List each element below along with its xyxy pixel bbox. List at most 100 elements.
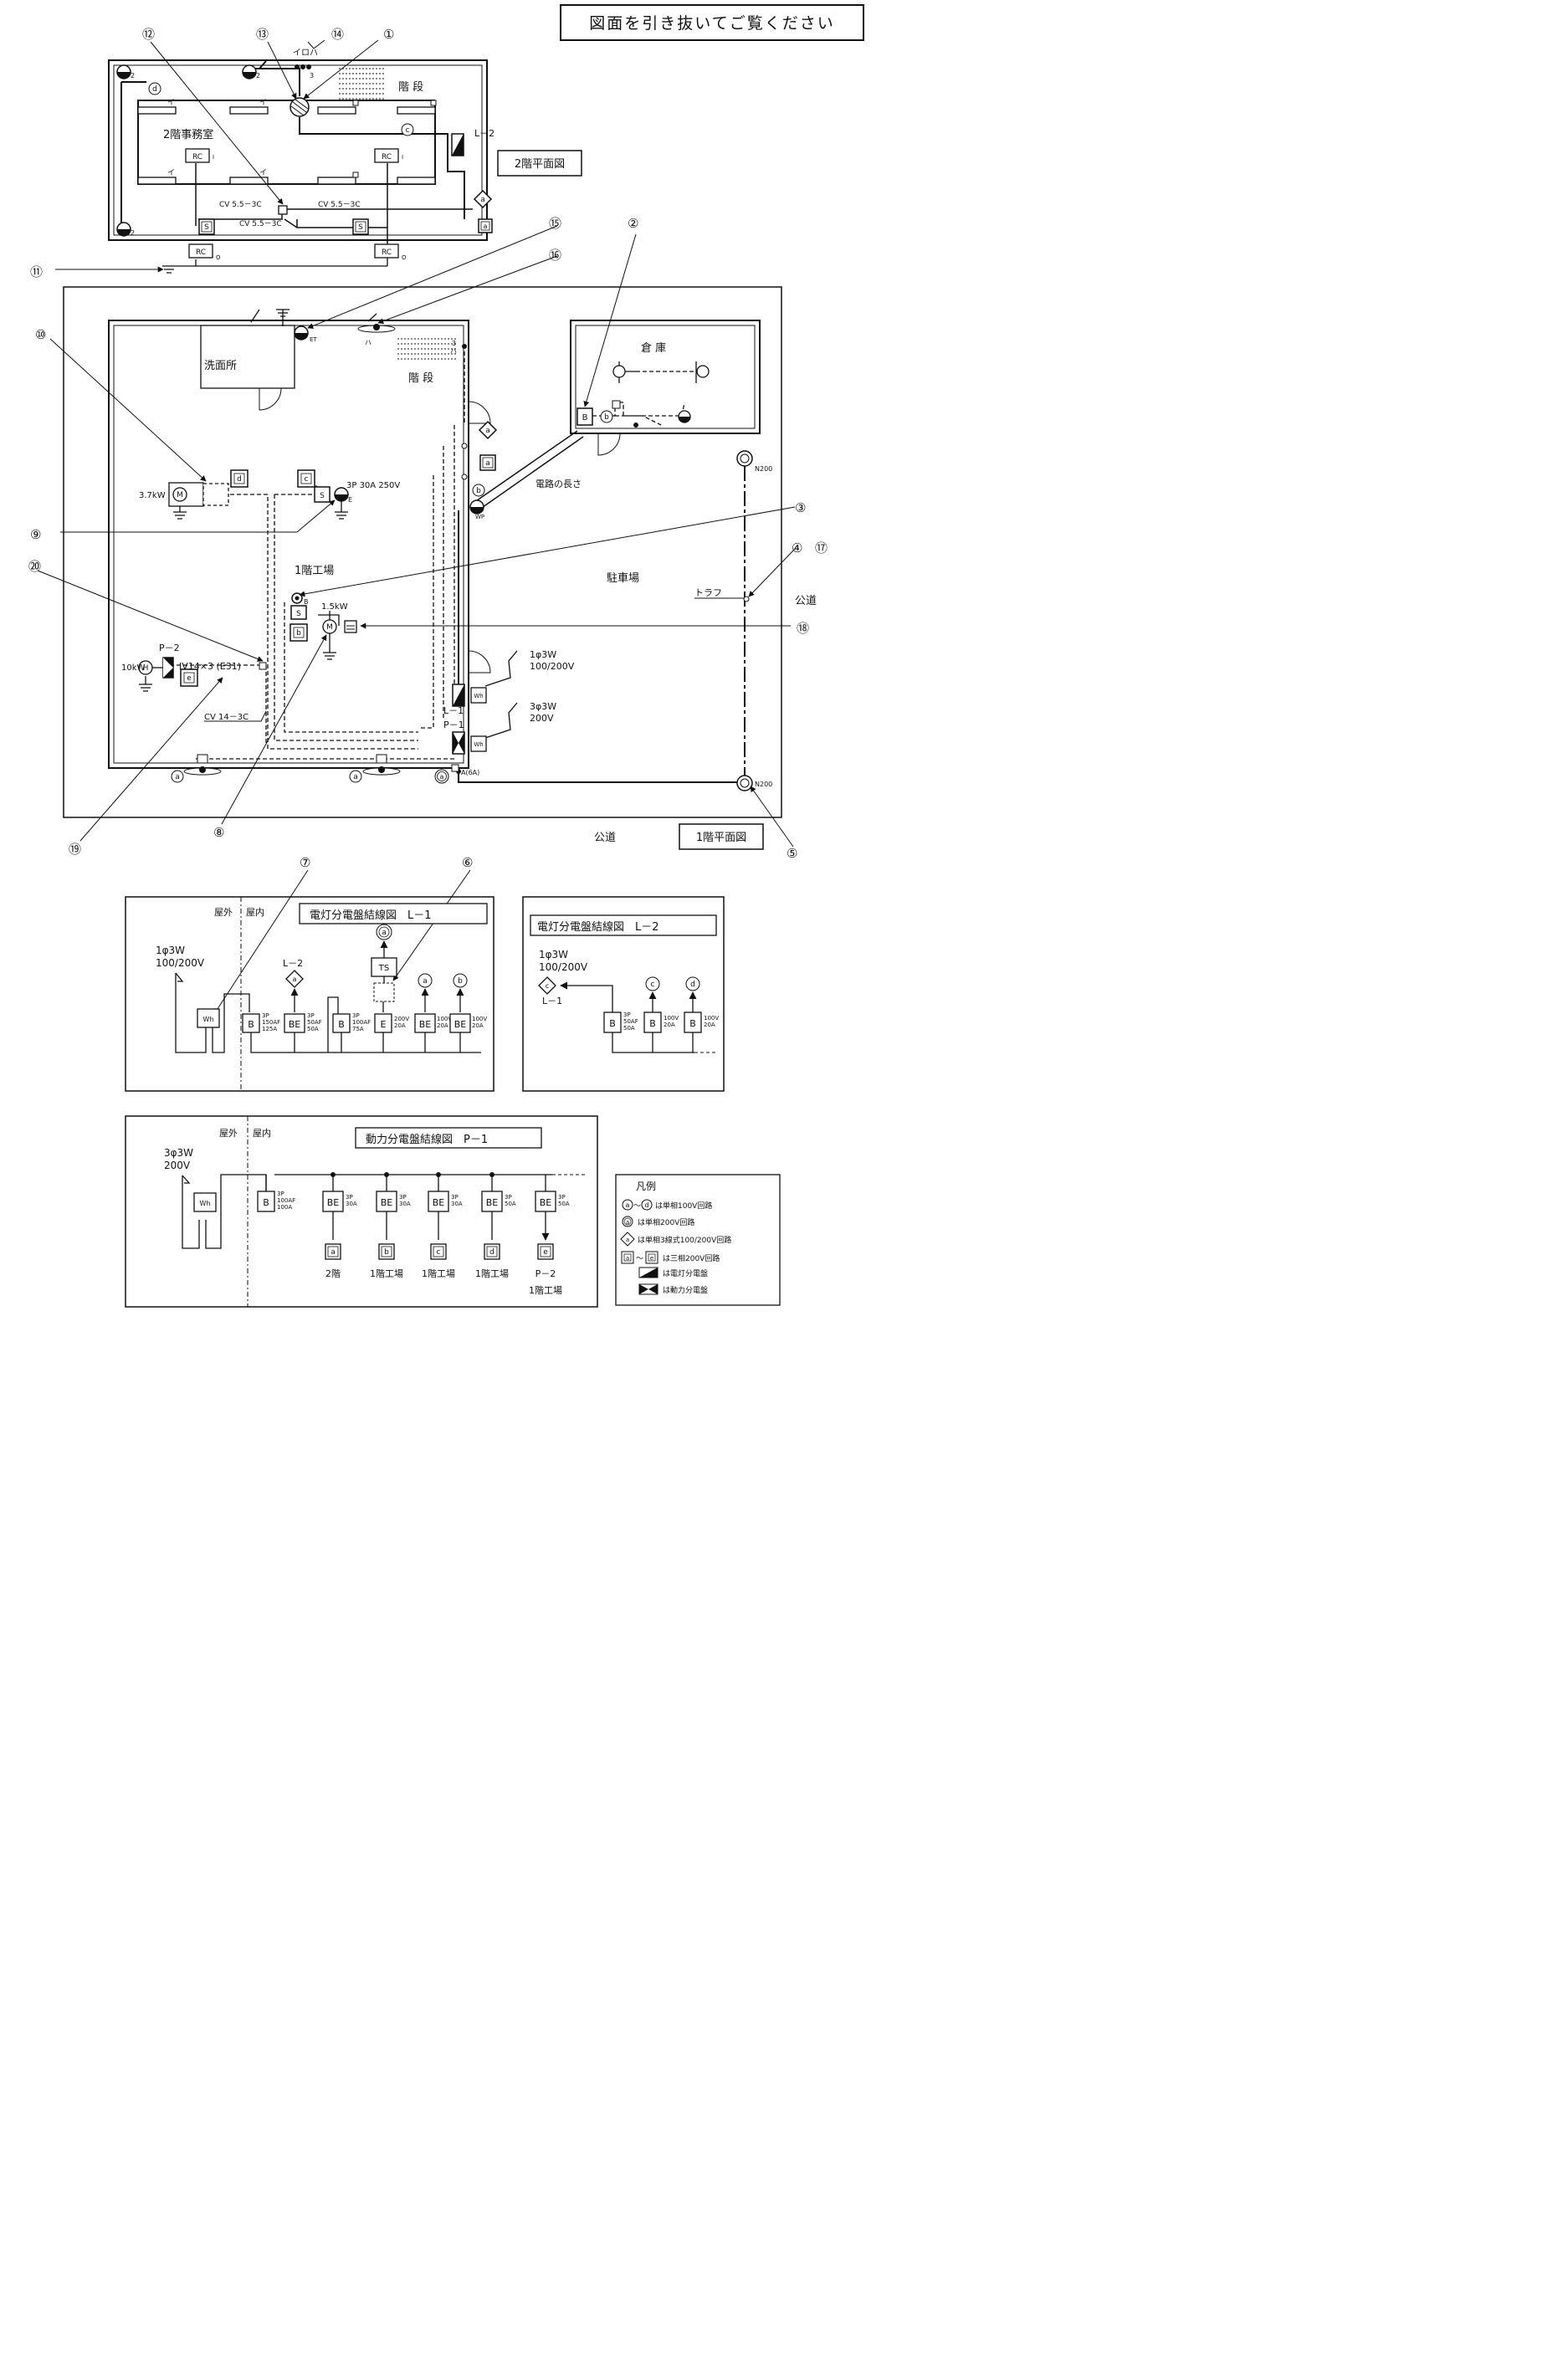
svg-text:1階工場: 1階工場 bbox=[422, 1268, 455, 1279]
circuit-diamond-a: a bbox=[478, 420, 498, 440]
cable-label: CV 5.5－3C bbox=[239, 220, 282, 228]
svg-text:は単相3線式100/200V回路: は単相3線式100/200V回路 bbox=[638, 1235, 731, 1245]
floor2-stairs-label: 階 段 bbox=[398, 81, 423, 94]
svg-text:a: a bbox=[293, 976, 297, 983]
svg-text:O: O bbox=[402, 254, 407, 261]
svg-text:1階工場: 1階工場 bbox=[475, 1268, 509, 1279]
svg-text:イ: イ bbox=[259, 99, 267, 107]
capacitor-icon bbox=[344, 620, 357, 633]
p1-branch-1: BE 3P 30A a 2階 bbox=[322, 1191, 357, 1279]
svg-text:c: c bbox=[305, 475, 309, 484]
svg-text:a: a bbox=[382, 929, 387, 937]
svg-text:B: B bbox=[338, 1019, 345, 1030]
svg-text:1階工場: 1階工場 bbox=[370, 1268, 403, 1279]
light-icon bbox=[696, 365, 710, 378]
svg-text:P－2: P－2 bbox=[535, 1268, 556, 1279]
svg-text:30A: 30A bbox=[346, 1201, 357, 1207]
wiring-diagram: 図面を引き抜いてご覧ください bbox=[28, 4, 864, 1308]
legend: 凡例 a ～ d は単相100V回路 a は単相200V回路 a は単相3線式1… bbox=[615, 1174, 781, 1306]
svg-text:ハ: ハ bbox=[365, 339, 372, 346]
callout-7: ⑦ bbox=[300, 855, 310, 870]
floor1-wall-lights bbox=[183, 324, 467, 776]
svg-text:50A: 50A bbox=[623, 1025, 635, 1032]
svg-text:A(6A): A(6A) bbox=[461, 769, 479, 776]
svg-text:BE: BE bbox=[540, 1197, 552, 1208]
svg-text:d: d bbox=[237, 475, 242, 484]
svg-text:P－1: P－1 bbox=[443, 720, 464, 730]
svg-text:イ: イ bbox=[259, 169, 267, 177]
callout-18: ⑱ bbox=[797, 621, 809, 636]
callout-4: ④ bbox=[792, 540, 802, 556]
l2-breaker-3: B 100V 20A bbox=[684, 1011, 719, 1033]
callout-14: ⑭ bbox=[331, 27, 344, 42]
svg-text:3P: 3P bbox=[623, 1011, 631, 1018]
svg-text:I: I bbox=[213, 154, 214, 161]
svg-text:200V: 200V bbox=[394, 1016, 409, 1022]
circuit-tag-b-warehouse: b bbox=[600, 410, 613, 423]
svg-text:20A: 20A bbox=[437, 1022, 448, 1029]
svg-text:3P: 3P bbox=[346, 1194, 353, 1201]
floor1-symbols: M d c S S b M H bbox=[121, 309, 817, 850]
floor2-symbols: a a RC I RC I RC O RC O bbox=[116, 49, 582, 261]
parking-label: 駐車場 bbox=[607, 572, 639, 585]
svg-text:a: a bbox=[485, 427, 490, 435]
svg-text:125A: 125A bbox=[262, 1026, 277, 1032]
svg-text:d: d bbox=[690, 981, 695, 989]
svg-text:～: ～ bbox=[633, 1202, 641, 1211]
callout-5: ⑤ bbox=[787, 846, 797, 861]
svg-text:ET: ET bbox=[310, 336, 317, 343]
svg-text:b: b bbox=[476, 487, 481, 495]
svg-text:100/200V: 100/200V bbox=[156, 957, 205, 969]
svg-text:3φ3W: 3φ3W bbox=[164, 1147, 193, 1159]
svg-text:20A: 20A bbox=[472, 1022, 484, 1029]
panel-l2-diagram: 電灯分電盤結線図 L－2 1φ3W 100/200V c L－1 c d B 3… bbox=[522, 896, 725, 1092]
svg-text:100V: 100V bbox=[664, 1015, 679, 1022]
circuit-tag-a-mid: a bbox=[349, 770, 362, 783]
svg-text:c: c bbox=[406, 126, 410, 135]
svg-text:2階: 2階 bbox=[325, 1268, 341, 1279]
svg-text:E: E bbox=[348, 496, 352, 504]
svg-text:IV14×3 (E31): IV14×3 (E31) bbox=[179, 661, 241, 672]
svg-text:1.5kW: 1.5kW bbox=[321, 602, 348, 612]
floor2-plan-title: 2階平面図 bbox=[497, 150, 582, 177]
svg-text:a: a bbox=[331, 1248, 336, 1257]
svg-text:50A: 50A bbox=[307, 1026, 319, 1032]
panel-l1-diagram: 屋外 屋内 電灯分電盤結線図 L－1 1φ3W 100/200V Wh TS a… bbox=[125, 896, 494, 1092]
svg-text:屋外: 屋外 bbox=[219, 1128, 238, 1139]
svg-text:M: M bbox=[177, 491, 183, 499]
svg-text:1φ3W: 1φ3W bbox=[530, 649, 556, 660]
l2-circuit-c: c bbox=[645, 976, 660, 991]
washroom-label: 洗面所 bbox=[204, 360, 237, 372]
circuit-tag-d: d bbox=[148, 82, 161, 95]
svg-text:B: B bbox=[689, 1018, 696, 1029]
p1-branch-2: BE 3P 30A b 1階工場 bbox=[370, 1191, 411, 1279]
header-title: 図面を引き抜いてご覧ください bbox=[589, 14, 834, 33]
callout-20: ⑳ bbox=[28, 559, 41, 574]
motor-icon bbox=[172, 487, 187, 502]
svg-text:100A: 100A bbox=[277, 1204, 292, 1211]
svg-text:3P: 3P bbox=[505, 1194, 512, 1201]
circuit-tag-c: c bbox=[401, 123, 414, 136]
svg-text:屋内: 屋内 bbox=[253, 1127, 271, 1139]
svg-text:100V: 100V bbox=[704, 1015, 719, 1022]
svg-text:d: d bbox=[644, 1201, 648, 1209]
svg-text:10kW: 10kW bbox=[121, 663, 146, 673]
light-icon bbox=[612, 365, 626, 378]
svg-text:RC: RC bbox=[382, 248, 392, 257]
svg-text:E: E bbox=[381, 1019, 387, 1030]
panel-l2-label: L－2 bbox=[474, 128, 494, 139]
handhole-icon bbox=[736, 450, 753, 467]
panel-p1-diagram: 屋外 屋内 動力分電盤結線図 P－1 3φ3W 200V Wh B 3P 100… bbox=[125, 1115, 598, 1308]
l1-breaker-3: B 3P 100AF 75A bbox=[332, 1012, 371, 1033]
svg-text:L－1: L－1 bbox=[542, 996, 562, 1006]
svg-text:BE: BE bbox=[433, 1197, 445, 1208]
svg-text:I: I bbox=[402, 154, 403, 161]
wh-meter-icon bbox=[470, 687, 487, 704]
l1-circuit-a: a bbox=[418, 973, 433, 988]
svg-text:30A: 30A bbox=[399, 1201, 411, 1207]
p1-branch-5: BE 3P 50A e P－2 1階工場 bbox=[529, 1191, 570, 1296]
callout-15: ⑮ bbox=[549, 216, 561, 231]
rc-unit-1: RC I bbox=[185, 148, 214, 163]
svg-text:3P: 3P bbox=[307, 1012, 315, 1019]
floor2-plan bbox=[108, 59, 488, 274]
